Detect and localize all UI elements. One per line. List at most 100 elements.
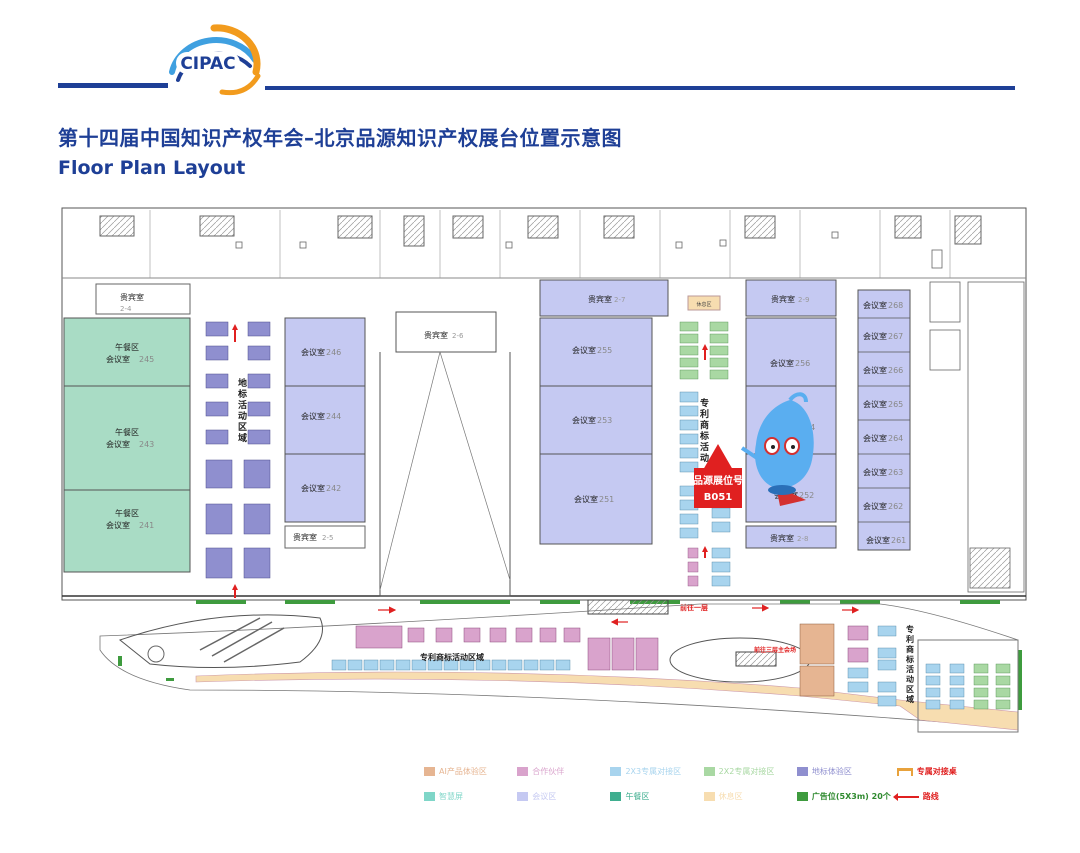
meeting-room-242[interactable] (284, 453, 366, 523)
legend-label: 会议区 (532, 792, 557, 801)
header: CIPAC (0, 0, 1080, 110)
legend-swatch (517, 767, 529, 776)
legend-item: 2X3专属对接区 (610, 766, 697, 777)
legend-label: 专属对接桌 (916, 767, 957, 776)
meeting-block-center: 贵宾室 2-7 会议室 255 会议室 253 会议室 251 (539, 279, 669, 545)
legend-item: 休息区 (703, 791, 791, 802)
room-255-name: 会议室 (572, 345, 596, 355)
legend-label: 路线 (922, 792, 939, 801)
page-title: 第十四届中国知识产权年会–北京品源知识产权展台位置示意图 (58, 126, 622, 150)
meeting-room-256[interactable] (745, 317, 837, 387)
bottom-booths: 专利商标活动区域 专利商标活动区域 (331, 623, 1019, 733)
vip-room-2-9[interactable] (745, 279, 837, 317)
room-266-num: 266 (888, 366, 903, 375)
legend-grid: AI产品体验区 合作伙伴 2X3专属对接区 2X2专属对接区 地标体验区 专属对接桌智慧屏… (424, 766, 984, 802)
lunch-241-area: 午餐区 (115, 508, 139, 518)
vip-2-9-num: 2-9 (798, 296, 809, 304)
lunch-room-243[interactable] (63, 385, 191, 491)
room-252-num: 252 (799, 491, 814, 500)
room-244-num: 244 (326, 412, 341, 421)
room-264-num: 264 (888, 434, 903, 443)
lunch-245-num: 245 (139, 355, 154, 364)
header-graphic: CIPAC (58, 24, 1015, 96)
meeting-room-251[interactable] (539, 453, 653, 545)
lunch-243-num: 243 (139, 440, 154, 449)
patent-column: 休息区 专利商标活动 (679, 295, 731, 587)
legend-item: 智慧屏 (424, 791, 511, 802)
legend-item: 合作伙伴 (517, 766, 604, 777)
vip-room-2-7[interactable] (539, 279, 669, 317)
vip-2-9-name: 贵宾室 (771, 294, 795, 304)
room-253-num: 253 (597, 416, 612, 425)
vip-room-2-5[interactable] (284, 525, 366, 549)
legend-label: 合作伙伴 (532, 767, 565, 776)
landmark-zone: 地标活动区域 (205, 321, 271, 598)
legend-swatch (703, 767, 715, 776)
room-267-num: 267 (888, 332, 903, 341)
room-242-num: 242 (326, 484, 341, 493)
header-rule-left (58, 83, 168, 88)
legend-item: 午餐区 (610, 791, 697, 802)
meeting-room-253[interactable] (539, 385, 653, 455)
room-268-num: 268 (888, 301, 903, 310)
rest-area-top-label: 休息区 (696, 301, 711, 308)
vip-2-4-name: 贵宾室 (120, 292, 144, 302)
legend-swatch (610, 767, 622, 776)
top-service-strip (99, 210, 982, 278)
legend: AI产品体验区 合作伙伴 2X3专属对接区 2X2专属对接区 地标体验区 专属对接桌智慧屏… (424, 766, 984, 816)
vip-2-7-name: 贵宾室 (588, 294, 612, 304)
vip-2-8-name: 贵宾室 (770, 533, 794, 543)
legend-label: AI产品体验区 (439, 767, 487, 776)
legend-label: 2X2专属对接区 (718, 767, 775, 776)
room-263-num: 263 (888, 468, 903, 477)
room-253-name: 会议室 (572, 415, 596, 425)
meeting-room-246[interactable] (284, 317, 366, 387)
vip-room-2-4[interactable] (95, 283, 191, 315)
legend-swatch (424, 792, 435, 801)
room-256-num: 256 (795, 359, 810, 368)
lunch-area: 午餐区 会议室 245 午餐区 会议室 243 午餐区 会议室 241 (63, 317, 191, 573)
atrium: 贵宾室 2-6 (379, 311, 511, 597)
booth-highlight-title: 品源展位号 (693, 474, 743, 487)
legend-swatch (796, 767, 808, 776)
room-266-name: 会议室 (863, 365, 887, 375)
room-263-name: 会议室 (863, 467, 887, 477)
booth-highlight-number: B051 (704, 492, 733, 503)
room-256-name: 会议室 (770, 358, 794, 368)
legend-swatch (517, 792, 529, 801)
patent-right-label: 专利商标活动区域 (905, 624, 914, 704)
vip-room-2-8[interactable] (745, 525, 837, 549)
logo-text: CIPAC (180, 54, 235, 74)
landmark-zone-label: 地标活动区域 (237, 377, 247, 444)
legend-item: 会议区 (517, 791, 604, 802)
legend-item: AI产品体验区 (424, 766, 511, 777)
legend-swatch (424, 767, 435, 776)
legend-item: 地标体验区 (796, 766, 891, 777)
legend-item: 广告位(5X3m) 20个 (796, 791, 891, 802)
room-267-name: 会议室 (863, 331, 887, 341)
pinyuan-booth-marker[interactable]: 品源展位号 B051 (693, 444, 743, 508)
meeting-block-east: 会议室 268 会议室 267 会议室 266 会议室 265 会议室 264 … (857, 289, 911, 551)
room-246-name: 会议室 (301, 347, 325, 357)
vip-2-6-name: 贵宾室 (424, 330, 448, 340)
lunch-243-name: 会议室 (106, 439, 130, 449)
lunch-241-name: 会议室 (106, 520, 130, 530)
patent-bottom-label: 专利商标活动区域 (420, 652, 484, 662)
lunch-245-name: 会议室 (106, 354, 130, 364)
room-251-name: 会议室 (574, 494, 598, 504)
meeting-block-left: 会议室 246 会议室 244 会议室 242 (284, 317, 366, 523)
meeting-room-244[interactable] (284, 385, 366, 455)
east-service (929, 281, 1025, 593)
route-floor1-label: 前往一层 (680, 603, 708, 612)
room-261-name: 会议室 (866, 535, 890, 545)
legend-item: 专属对接桌 (896, 766, 984, 777)
meeting-room-255[interactable] (539, 317, 653, 387)
room-265-name: 会议室 (863, 399, 887, 409)
vip-2-4-num: 2-4 (120, 305, 132, 313)
cipac-logo: CIPAC (169, 24, 261, 96)
room-242-name: 会议室 (301, 483, 325, 493)
legend-item: 2X2专属对接区 (703, 766, 791, 777)
lunch-room-245[interactable] (63, 317, 191, 387)
lunch-room-241[interactable] (63, 489, 191, 573)
